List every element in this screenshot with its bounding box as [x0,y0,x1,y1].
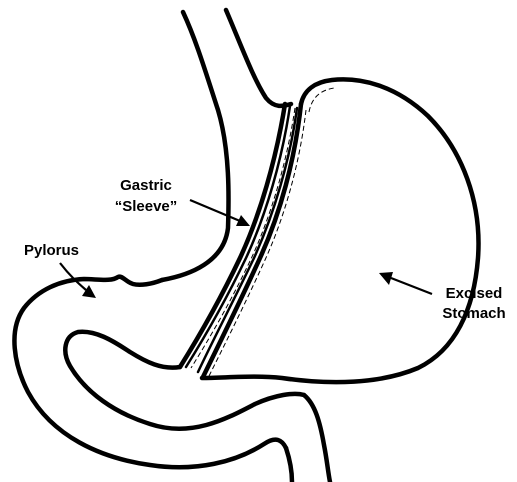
excised-stomach-arrow [379,272,432,294]
excised-stomach [202,79,479,382]
gastric-sleeve-label-line1: Gastric [120,177,172,194]
gastric-sleeve [180,104,306,378]
gastric-sleeve-arrow [190,200,250,226]
gastric-sleeve-label-line2: “Sleeve” [115,198,178,215]
excised-stomach-label-line1: Excised [446,285,503,302]
excised-stomach-label: Excised Stomach [442,285,505,322]
gastric-sleeve-label: Gastric “Sleeve” [115,177,178,215]
pylorus-label: Pylorus [24,242,79,259]
esophagus [162,10,291,280]
excised-stomach-label-line2: Stomach [442,305,505,322]
